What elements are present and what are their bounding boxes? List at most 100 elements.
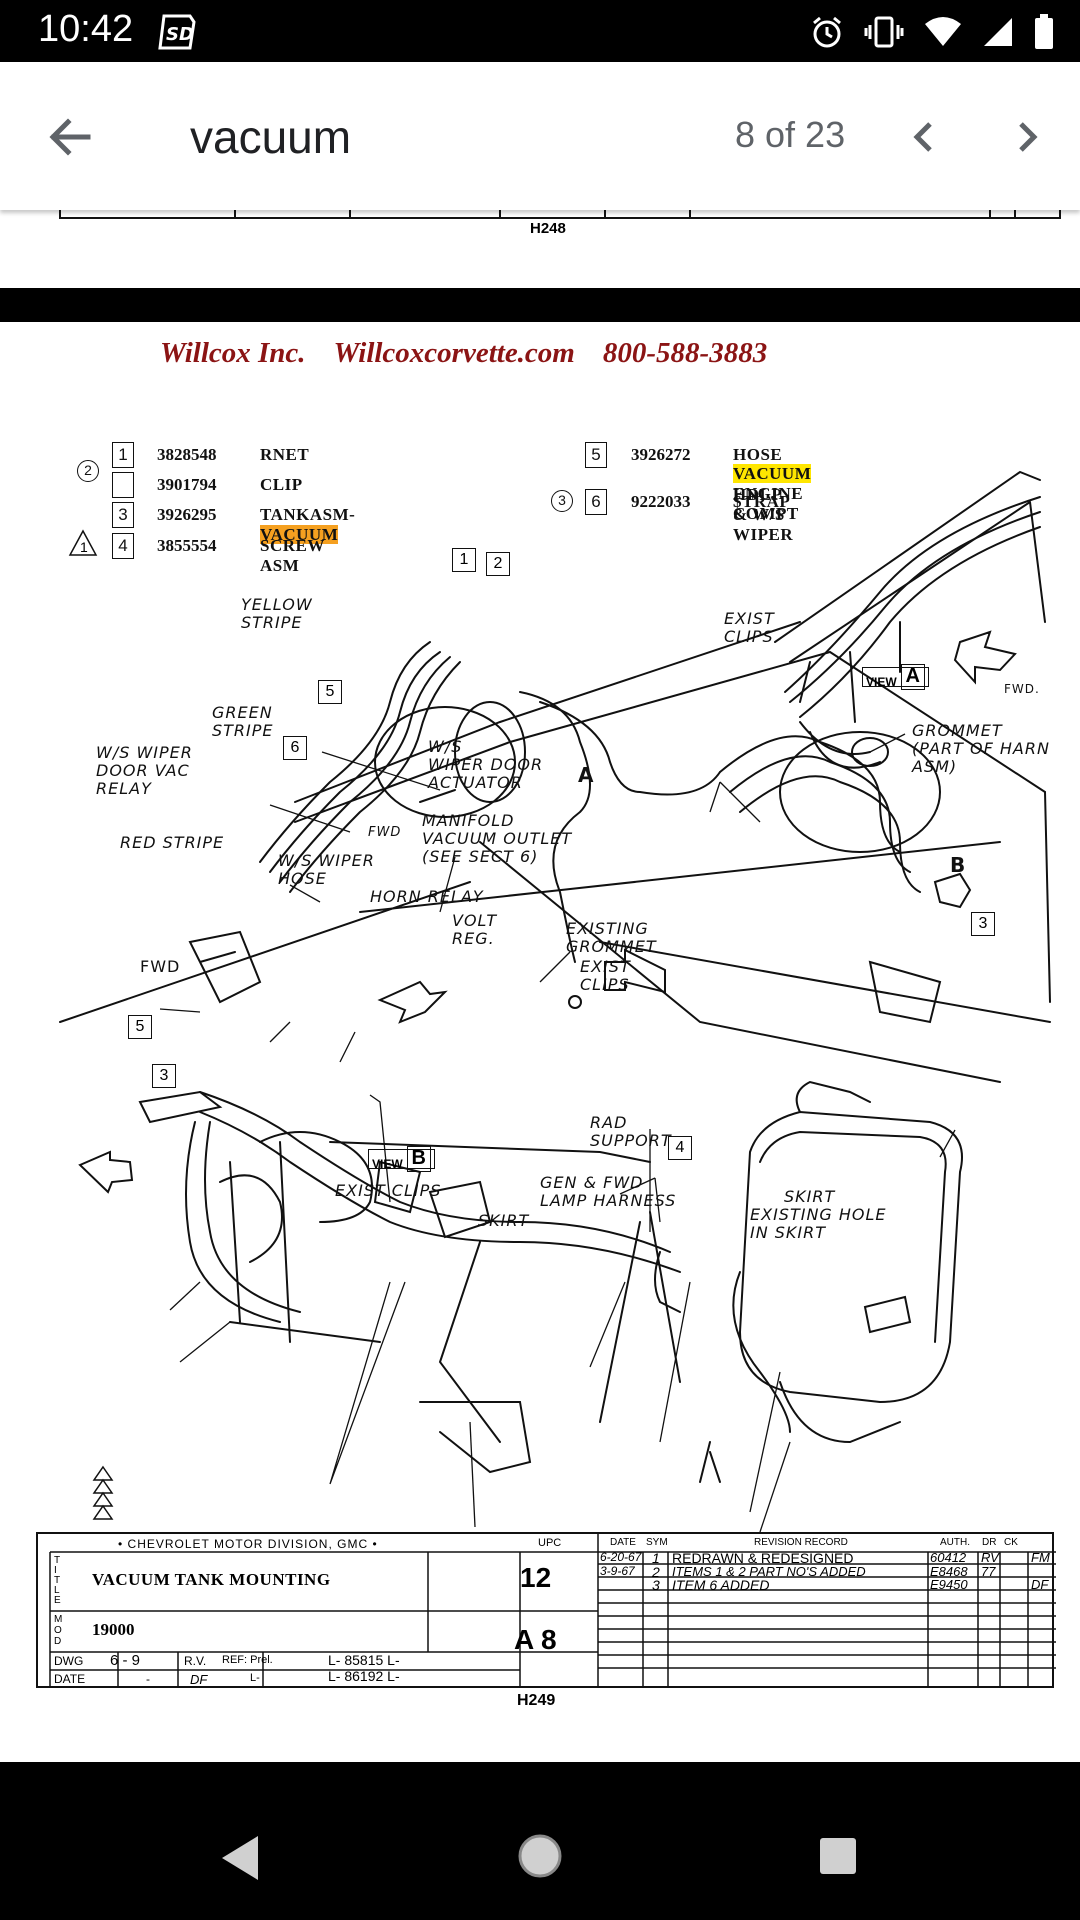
rev-1-record: REDRAWN & REDESIGNED xyxy=(672,1550,854,1566)
rev-3-ck: DF xyxy=(1031,1577,1049,1592)
system-nav-bar xyxy=(0,1762,1080,1920)
part-number: 3855554 xyxy=(157,536,217,555)
part-name: TANKASM-VACUUM xyxy=(260,505,355,545)
part-name-rest: ENGINE COMPT xyxy=(733,484,804,523)
label-fwd-left: FWD xyxy=(140,957,181,976)
label-fwd-top: FWD. xyxy=(1004,682,1040,696)
alarm-icon xyxy=(813,16,841,48)
upc-value: 12 xyxy=(520,1562,552,1593)
label-skirt-bottom: SKIRT xyxy=(478,1211,530,1230)
part-number: 9222033 xyxy=(631,492,691,511)
label-horn-relay: HORN RELAY xyxy=(370,887,484,906)
rev-header-sym: SYM xyxy=(646,1537,668,1548)
part-name: CLIP xyxy=(260,475,303,494)
status-time: 10:42 xyxy=(38,8,134,50)
date-label: DATE xyxy=(54,1672,86,1686)
part-number: 3926295 xyxy=(157,505,217,524)
signal-icon xyxy=(984,18,1012,46)
rev-2-sym: 2 xyxy=(652,1564,660,1580)
rev-header-ck: CK xyxy=(1004,1537,1018,1548)
model-number: 19000 xyxy=(92,1620,135,1639)
rev-header-date: DATE xyxy=(610,1537,636,1548)
find-in-document-bar: vacuum 8 of 23 xyxy=(0,62,1080,210)
banner-phone: 800-588-3883 xyxy=(602,337,768,369)
nav-home-icon[interactable] xyxy=(516,1832,564,1880)
part-name-line2: VACUUM ENGINE COMPT xyxy=(733,464,812,524)
note-circle-2: 2 xyxy=(77,460,99,482)
part-callout-2 xyxy=(112,472,134,498)
callout-6: 6 xyxy=(283,736,307,760)
rev-1-auth: 60412 xyxy=(930,1550,967,1565)
title-block-grid xyxy=(49,1534,1056,1688)
previous-page-fragment[interactable]: H248 xyxy=(0,210,1080,288)
date-value: - xyxy=(146,1672,150,1686)
l-number-2: L- 86192 L- xyxy=(328,1668,400,1684)
callout-5-lower: 5 xyxy=(128,1015,152,1039)
rev-2-dr: 77 xyxy=(981,1564,996,1579)
search-hit-current: VACUUM xyxy=(260,525,339,544)
part-name-prefix: TANKASM- xyxy=(260,505,356,524)
callout-3-tank: 3 xyxy=(971,912,995,936)
ref-label: REF: Prel. xyxy=(222,1654,273,1666)
label-arrow-a: A xyxy=(578,763,595,787)
label-exist-clips-bottom: EXIST CLIPS xyxy=(335,1181,442,1200)
rev-1-dr: RV xyxy=(981,1550,999,1565)
rev-2-date: 3-9-67 xyxy=(600,1564,635,1578)
rev-header-auth: AUTH. xyxy=(940,1537,970,1548)
label-fwd-small: FWD xyxy=(368,825,402,840)
status-bar: 10:42 SD xyxy=(0,0,1080,62)
rv-value: DF xyxy=(190,1672,208,1687)
prev-page-title-block-edge xyxy=(59,210,1061,219)
rev-2-record: ITEMS 1 & 2 PART NO'S ADDED xyxy=(672,1564,866,1579)
nav-recents-icon[interactable] xyxy=(818,1836,858,1876)
label-arrow-b: B xyxy=(950,853,967,877)
drawing-code: A 8 xyxy=(514,1624,557,1655)
label-skirt-right: SKIRT xyxy=(784,1187,836,1206)
part-callout-6: 6 xyxy=(585,489,607,515)
chevron-right-icon[interactable] xyxy=(1005,112,1051,162)
callout-1: 1 xyxy=(452,548,476,572)
part-number: 3926272 xyxy=(631,445,691,464)
label-red-stripe: RED STRIPE xyxy=(120,833,225,852)
ref-line2: L- xyxy=(250,1672,260,1684)
rev-3-record: ITEM 6 ADDED xyxy=(672,1577,770,1593)
banner-website: Willcoxcorvette.com xyxy=(333,337,575,369)
title-block-division: • CHEVROLET MOTOR DIVISION, GMC • xyxy=(118,1537,378,1551)
callout-4: 4 xyxy=(668,1136,692,1160)
search-hit: VACUUM xyxy=(733,464,812,483)
drawing-title: VACUUM TANK MOUNTING xyxy=(92,1570,331,1589)
part-number: 3828548 xyxy=(157,445,217,464)
callout-3-lower: 3 xyxy=(152,1064,176,1088)
rev-2-auth: E8468 xyxy=(930,1564,968,1579)
nav-back-icon[interactable] xyxy=(218,1834,262,1882)
part-name: $TRAP xyxy=(733,492,791,511)
part-callout-3: 3 xyxy=(112,502,134,528)
svg-text:1: 1 xyxy=(80,539,88,555)
rv-label: R.V. xyxy=(184,1654,207,1668)
part-name: RNET xyxy=(260,445,310,464)
search-input[interactable]: vacuum xyxy=(190,111,352,163)
chevron-left-icon[interactable] xyxy=(900,112,946,162)
l-number-1: L- 85815 L- xyxy=(328,1652,400,1668)
arrow-left-icon[interactable] xyxy=(40,107,100,167)
rev-3-sym: 3 xyxy=(652,1577,660,1593)
dwg-label: DWG xyxy=(54,1654,84,1668)
callout-5: 5 xyxy=(318,680,342,704)
rev-1-date: 6-20-67 xyxy=(600,1550,642,1564)
status-icons xyxy=(810,14,1054,50)
rev-1-sym: 1 xyxy=(652,1550,660,1566)
